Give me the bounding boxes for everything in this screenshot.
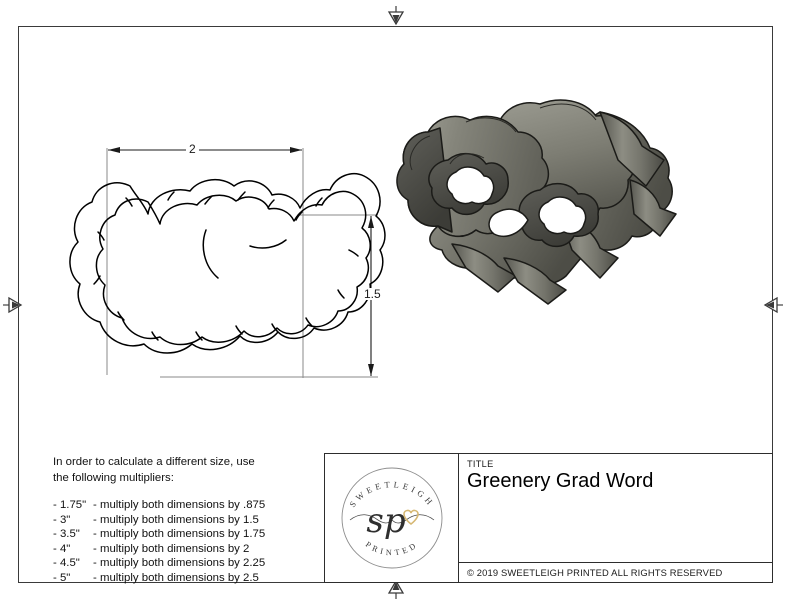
note-text: - multiply both dimensions by .875 bbox=[93, 499, 266, 511]
note-size: - 4" bbox=[53, 542, 71, 555]
note-size: - 4.5" bbox=[53, 557, 80, 570]
resize-notes-list: - 1.75" - multiply both dimensions by .87… bbox=[53, 498, 318, 586]
title-info: TITLE Greenery Grad Word © 2019 SWEETLEI… bbox=[459, 454, 772, 582]
note-size: - 5" bbox=[53, 571, 71, 584]
note-size: - 3.5" bbox=[53, 528, 80, 541]
list-item: - 4" - multiply both dimensions by 2 bbox=[53, 542, 318, 557]
note-text: - multiply both dimensions by 1.75 bbox=[93, 528, 266, 541]
dimension-height-label: 1.5 bbox=[361, 288, 384, 300]
registration-mark-bottom-icon bbox=[383, 578, 409, 600]
copyright-text: © 2019 SWEETLEIGH PRINTED ALL RIGHTS RES… bbox=[467, 567, 723, 578]
note-text: - multiply both dimensions by 2.25 bbox=[93, 557, 266, 570]
resize-notes-intro: In order to calculate a different size, … bbox=[53, 456, 255, 484]
copyright-bar: © 2019 SWEETLEIGH PRINTED ALL RIGHTS RES… bbox=[459, 562, 772, 582]
title-area: TITLE Greenery Grad Word bbox=[459, 454, 772, 562]
list-item: - 3.5" - multiply both dimensions by 1.75 bbox=[53, 527, 318, 542]
brand-logo: SWEETLEIGH PRINTED sp bbox=[325, 454, 459, 582]
logo-heart-icon bbox=[402, 509, 419, 525]
list-item: - 4.5" - multiply both dimensions by 2.25 bbox=[53, 556, 318, 571]
note-size: - 1.75" bbox=[53, 499, 87, 511]
note-text: - multiply both dimensions by 2 bbox=[93, 542, 250, 555]
logo-monogram: sp bbox=[366, 501, 405, 541]
registration-mark-right-icon bbox=[762, 292, 784, 318]
note-size: - 3" bbox=[53, 513, 71, 526]
registration-mark-left-icon bbox=[2, 292, 24, 318]
list-item: - 3" - multiply both dimensions by 1.5 bbox=[53, 513, 318, 528]
sweetleigh-printed-logo-icon: SWEETLEIGH PRINTED sp bbox=[341, 467, 442, 569]
dimension-width-label: 2 bbox=[186, 143, 199, 155]
title-caption-label: TITLE bbox=[467, 459, 494, 469]
list-item: - 1.75" - multiply both dimensions by .87… bbox=[53, 498, 318, 513]
resize-notes: In order to calculate a different size, … bbox=[53, 455, 318, 586]
title-block: SWEETLEIGH PRINTED sp TITLE Greenery Gra… bbox=[324, 453, 773, 583]
list-item: - 5" - multiply both dimensions by 2.5 bbox=[53, 571, 318, 586]
note-text: - multiply both dimensions by 1.5 bbox=[93, 513, 259, 526]
note-text: - multiply both dimensions by 2.5 bbox=[93, 571, 259, 584]
page-title: Greenery Grad Word bbox=[467, 470, 654, 492]
registration-mark-top-icon bbox=[383, 5, 409, 27]
